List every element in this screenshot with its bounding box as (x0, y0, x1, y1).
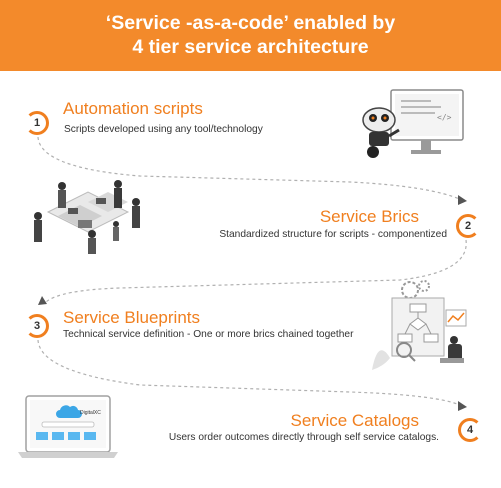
arrow-head-3 (38, 296, 47, 305)
banner-title-line-2: 4 tier service architecture (132, 36, 369, 58)
step-3-description: Technical service definition - One or mo… (63, 329, 354, 340)
laptop-logo-text: DigitalXC (80, 410, 101, 416)
svg-text:</>: </> (437, 113, 452, 122)
arrow-head-4 (458, 401, 467, 411)
connector-1-2 (37, 136, 463, 201)
step-3-title: Service Blueprints (63, 308, 201, 327)
robot-monitor-illustration: </> (362, 89, 464, 158)
step-1-description: Scripts developed using any tool/technol… (64, 124, 263, 135)
step-2-badge: 2 (456, 214, 480, 238)
laptop-catalog-illustration: DigitalXC (18, 395, 118, 458)
step-4-description: Users order outcomes directly through se… (168, 432, 439, 443)
arrow-head-2 (458, 195, 467, 205)
step-1-badge: 1 (25, 111, 49, 135)
banner-title-line-1: ‘Service -as-a-code’ enabled by (105, 12, 396, 34)
step-4-title: Service Catalogs (290, 411, 419, 430)
step-3-badge: 3 (25, 314, 49, 338)
team-isometric-illustration (34, 180, 140, 254)
blueprint-flowchart-illustration (372, 280, 467, 370)
step-2-description: Standardized structure for scripts - com… (219, 229, 447, 240)
connector-2-3 (45, 239, 467, 303)
step-2-title: Service Brics (319, 207, 419, 226)
header-banner: ‘Service -as-a-code’ enabled by 4 tier s… (0, 0, 501, 71)
step-4-badge: 4 (458, 418, 482, 442)
step-1-title: Automation scripts (63, 99, 203, 118)
